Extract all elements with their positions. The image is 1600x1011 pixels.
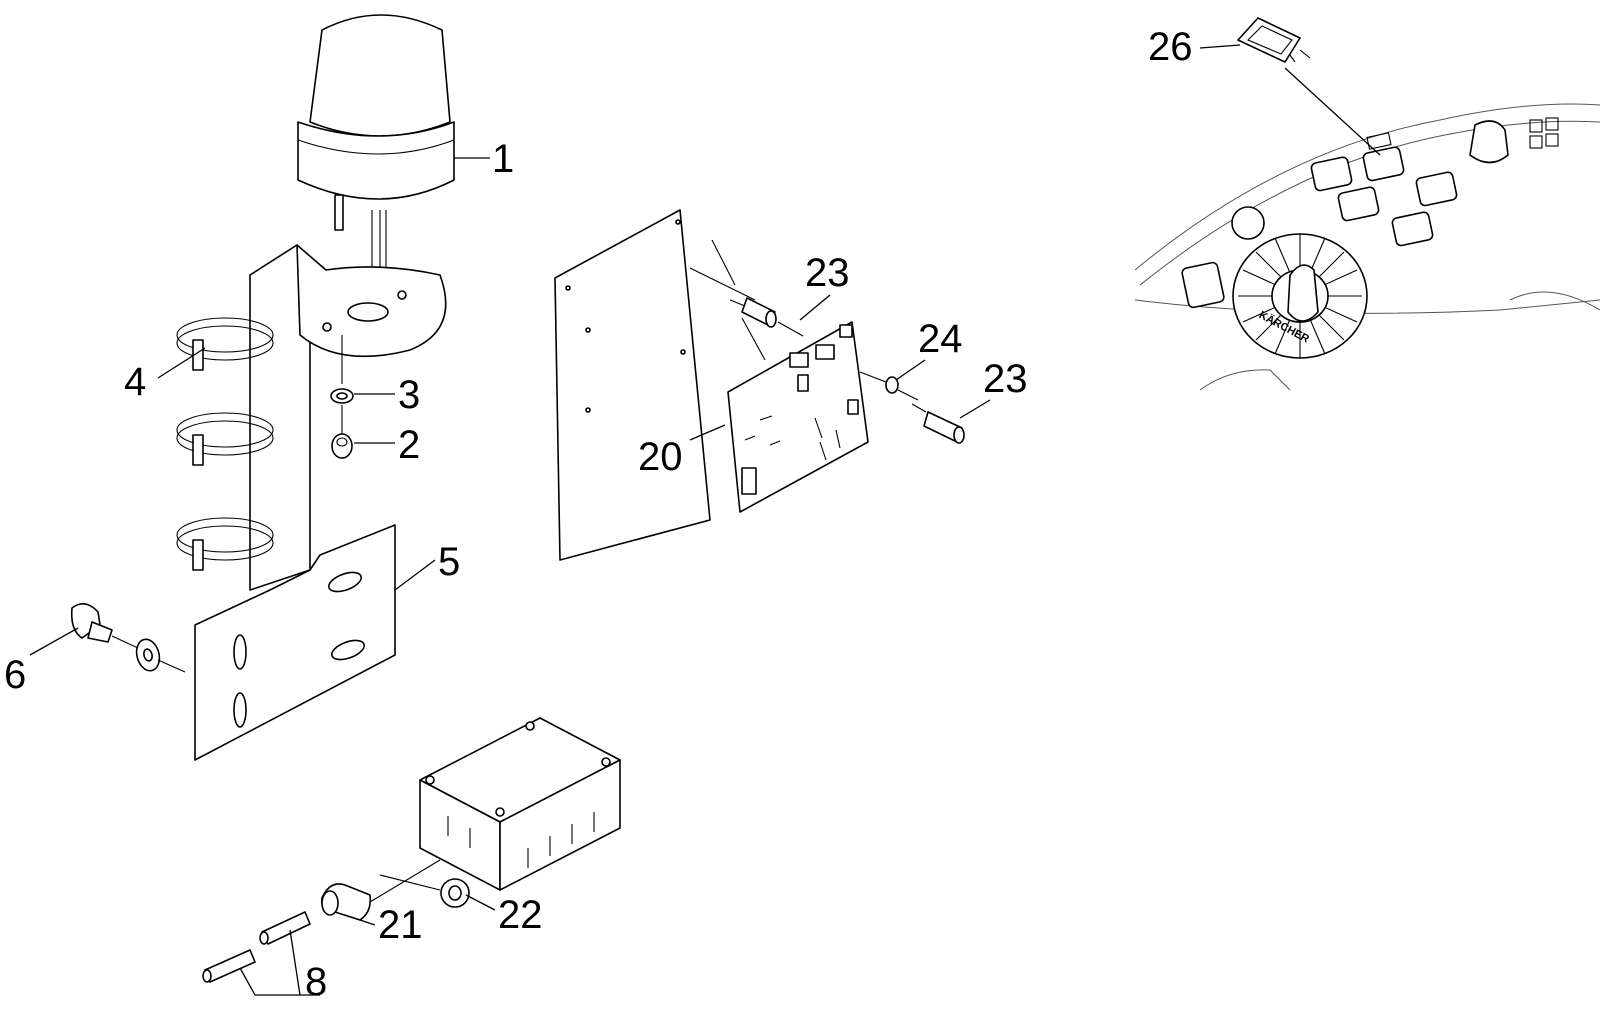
callout-26: 26 [1148,25,1193,69]
nut-part-2 [331,433,353,459]
callout-4: 4 [124,360,146,404]
callout-23-right: 23 [983,357,1028,401]
pushbutton-part-26 [1237,17,1311,63]
callout-23-upper: 23 [805,251,850,295]
leader-lines [29,44,1381,926]
tubes-part-8 [202,911,320,996]
callout-3: 3 [398,373,420,417]
washer-part-3 [330,388,354,404]
callout-6: 6 [4,653,26,697]
beacon-lamp-part-1 [297,14,455,300]
mounting-bracket-part-5 [194,244,447,761]
junction-box [419,717,621,891]
callout-20: 20 [638,435,683,479]
circuit-board-part-20 [554,209,869,561]
control-panel: KÄRCHER [1134,103,1600,391]
screw-part-6 [70,603,186,673]
callout-labels: 1 2 3 4 5 6 8 20 21 22 23 23 24 26 [4,25,1193,1004]
callout-2: 2 [398,423,420,467]
callout-1: 1 [492,137,514,181]
standoff-part-23-right [911,403,965,444]
callout-24: 24 [918,317,963,361]
callout-21: 21 [378,903,423,947]
cable-gland-part-21 [320,859,441,921]
locknut-part-22 [379,874,470,908]
callout-8: 8 [305,960,327,1004]
callout-22: 22 [498,893,543,937]
standoff-part-23-upper [729,297,804,337]
callout-5: 5 [438,540,460,584]
washer-part-24 [859,371,919,401]
hose-clamps-part-4 [176,317,274,571]
